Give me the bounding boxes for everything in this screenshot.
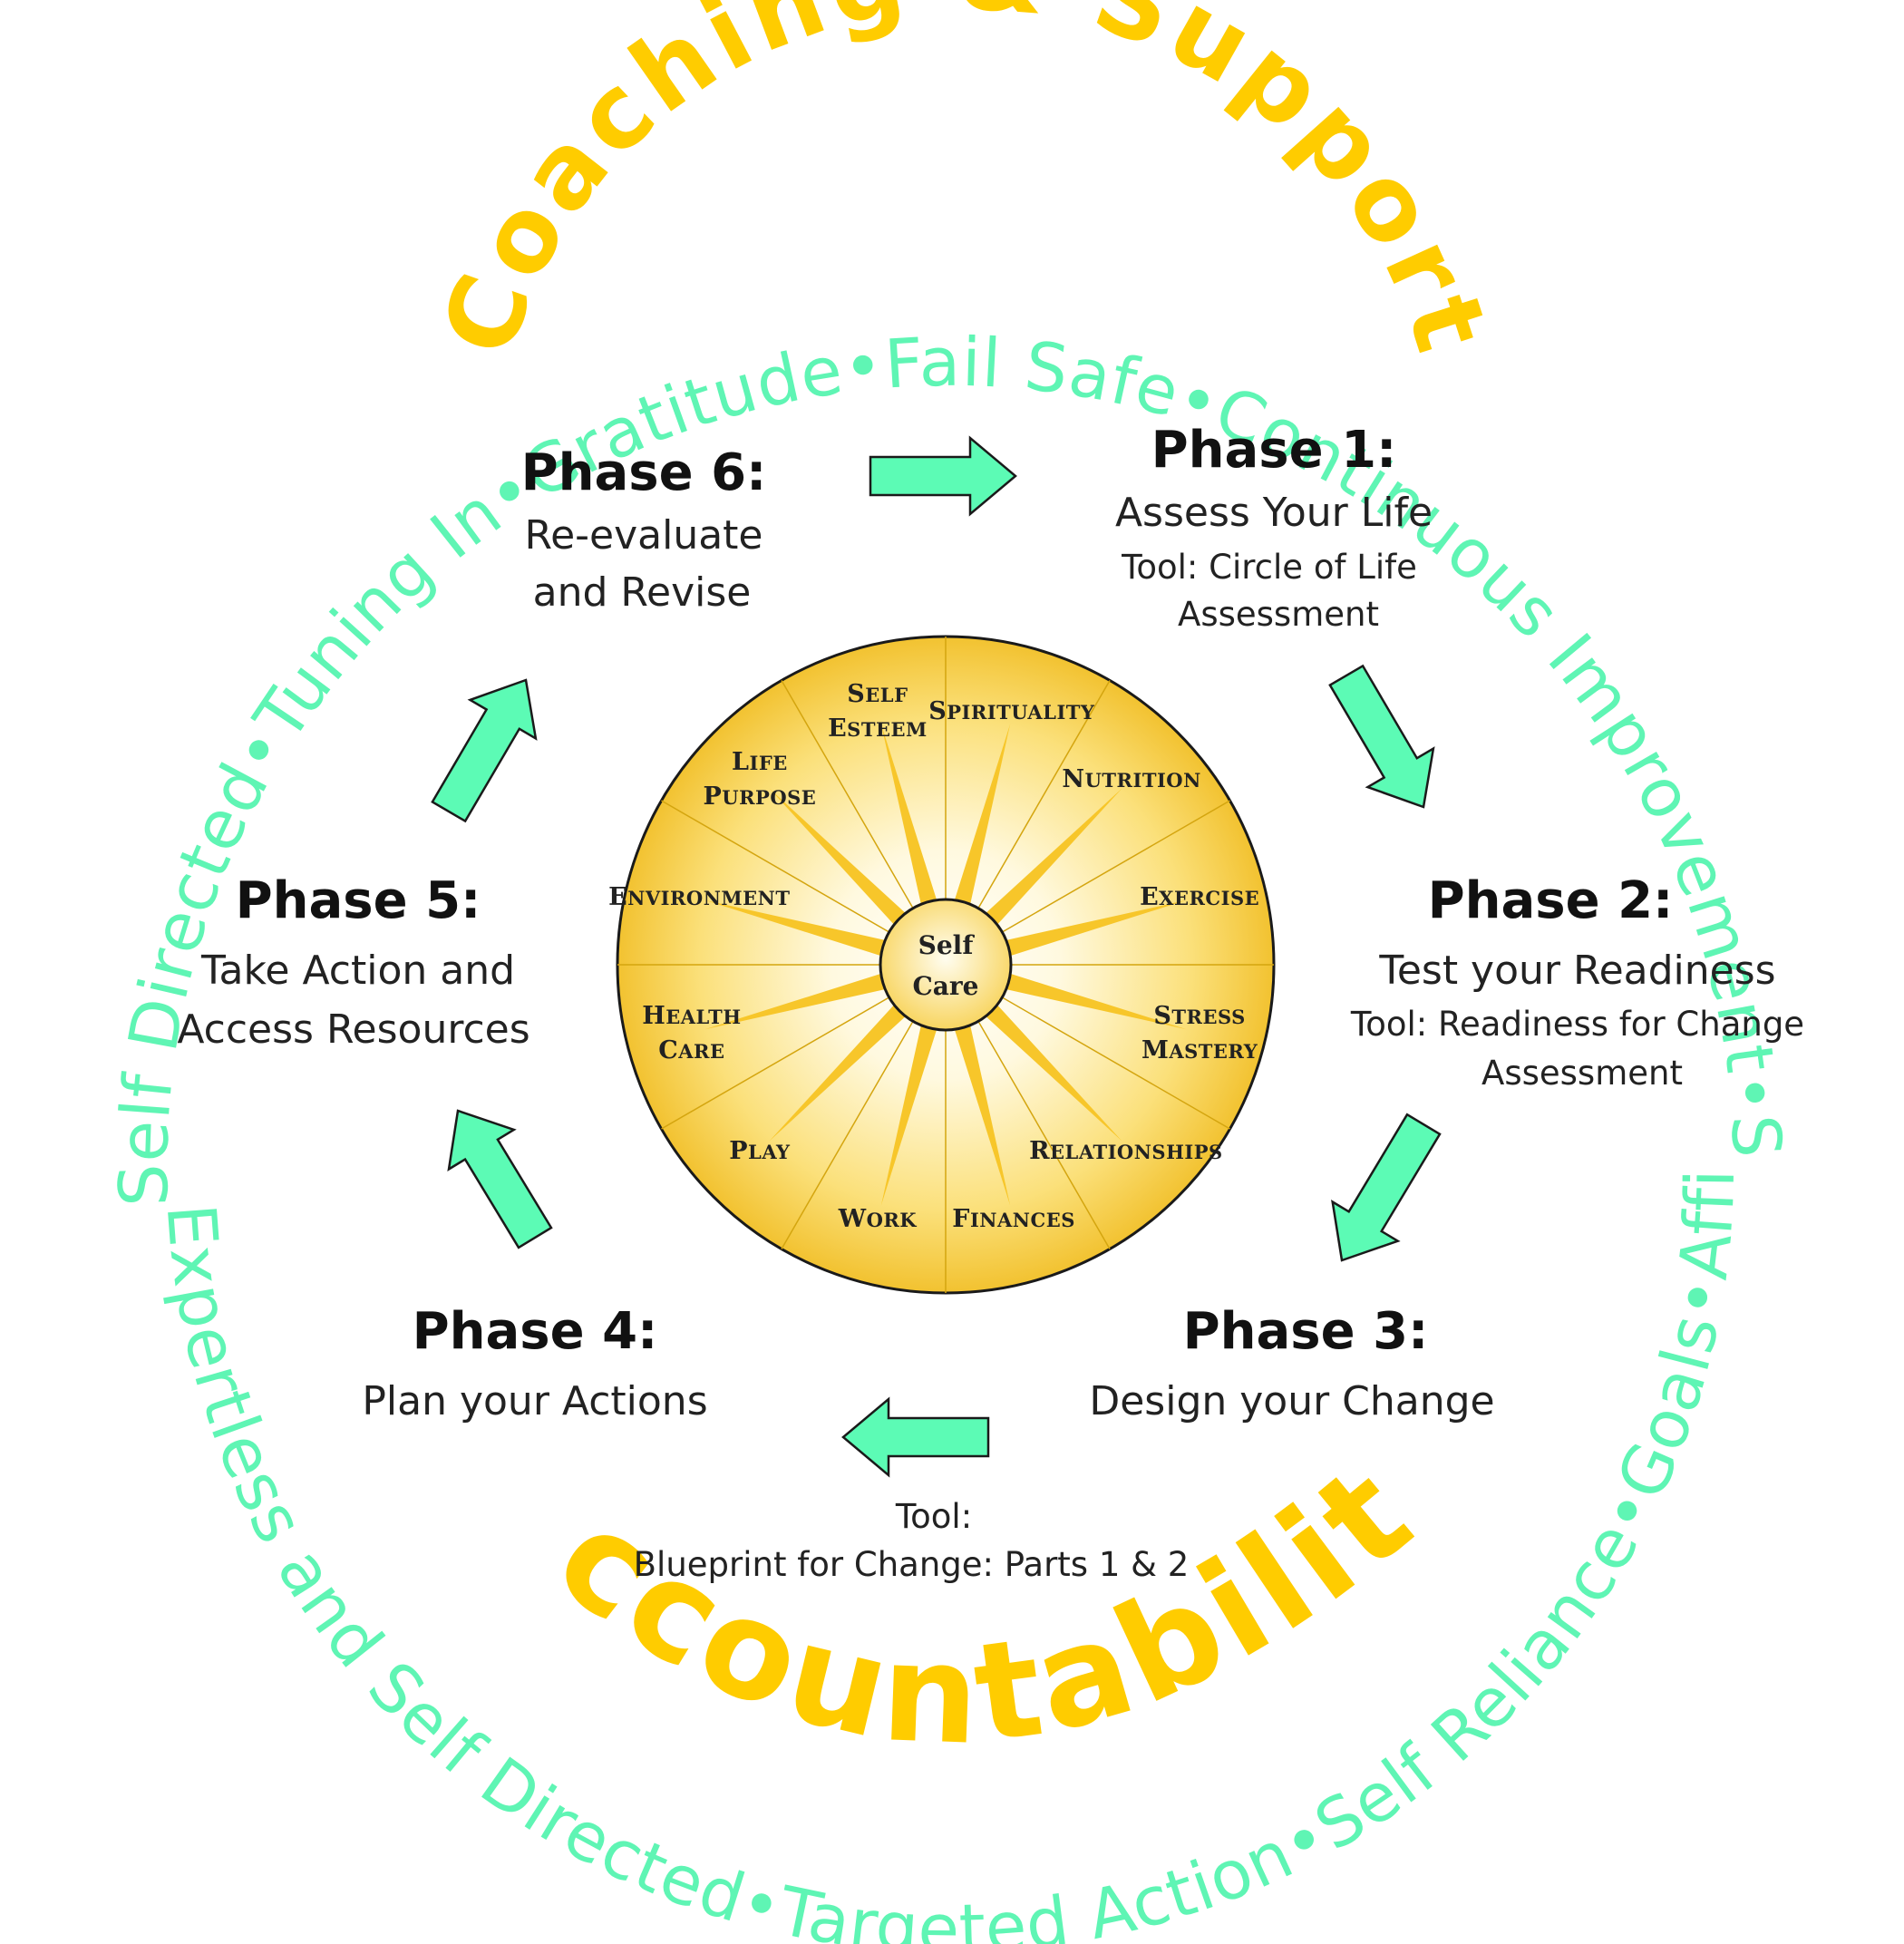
phase-6: Phase 6: Re-evaluate and Revise — [521, 443, 767, 616]
phase-2-subtitle: Test your Readiness — [1378, 948, 1775, 994]
wheel-segment-label: HEALTH — [642, 1002, 741, 1030]
phase-4: Phase 4: Plan your Actions — [362, 1302, 707, 1424]
wheel-segment-label: LIFE — [732, 748, 788, 776]
wheel-spoke — [880, 724, 937, 906]
phase-5-subtitle-line-1: Take Action and — [200, 948, 515, 994]
wheel-spokes — [704, 724, 1187, 1206]
blueprint-tool: Tool: Blueprint for Change: Parts 1 & 2 — [634, 1497, 1190, 1584]
self-care-wheel: SPIRITUALITY NUTRITION EXERCISE STRESS MASTE… — [608, 635, 1276, 1295]
wheel-spoke — [1005, 899, 1187, 957]
cycle-arrows — [431, 435, 1442, 1478]
wheel-segment-label: STRESS — [1153, 1002, 1245, 1030]
wheel-spoke — [985, 788, 1122, 926]
wheel-spoke — [985, 1004, 1122, 1142]
phase-5-title: Phase 5: — [236, 871, 481, 930]
phase-2-tool-line-1: Tool: Readiness for Change — [1350, 1005, 1804, 1044]
phase-2: Phase 2: Test your Readiness Tool: Readi… — [1350, 871, 1804, 1093]
blueprint-tool-label: Tool: — [895, 1497, 972, 1536]
block-arrow-icon — [869, 435, 1017, 517]
wheel-segment-label: FINANCES — [952, 1205, 1075, 1233]
phase-2-tool-line-2: Assessment — [1481, 1054, 1683, 1093]
wheel-center-label-line-2: Care — [913, 971, 979, 1001]
phase-1-subtitle: Assess Your Life — [1115, 490, 1433, 536]
phase-4-subtitle: Plan your Actions — [362, 1378, 707, 1424]
phase-1-tool-line-2: Assessment — [1178, 595, 1379, 634]
block-arrow-icon — [431, 678, 538, 823]
phase-5-subtitle-line-2: Access Resources — [177, 1006, 529, 1053]
phase-5: Phase 5: Take Action and Access Resource… — [177, 871, 529, 1053]
wheel-spoke — [1005, 973, 1187, 1030]
phase-3: Phase 3: Design your Change — [1089, 1302, 1494, 1424]
phase-4-title: Phase 4: — [413, 1302, 658, 1361]
phase-3-title: Phase 3: — [1183, 1302, 1429, 1361]
phase-3-subtitle: Design your Change — [1089, 1378, 1494, 1424]
wheel-spoke — [704, 973, 887, 1030]
wheel-center-label-line-1: Self — [918, 930, 976, 960]
wheel-spoke — [704, 899, 887, 957]
wheel-segment-label: CARE — [658, 1036, 724, 1064]
wheel-segment-label: ESTEEM — [828, 714, 928, 743]
wheel-segment-label: WORK — [838, 1205, 918, 1233]
wheel-segment-label: EXERCISE — [1140, 883, 1259, 911]
wheel-labels: SPIRITUALITY NUTRITION EXERCISE STRESS MASTE… — [608, 680, 1259, 1233]
block-arrow-icon — [1328, 664, 1435, 809]
wheel-segment-label: PLAY — [729, 1137, 791, 1165]
phase-1-title: Phase 1: — [1151, 421, 1397, 480]
phase-2-title: Phase 2: — [1428, 871, 1674, 930]
wheel-segment-label: SELF — [847, 680, 908, 708]
phase-1-tool-line-1: Tool: Circle of Life — [1121, 548, 1417, 587]
block-arrow-icon — [841, 1396, 990, 1478]
wheel-center-disc — [879, 898, 1013, 1032]
phase-6-subtitle-line-2: and Revise — [533, 569, 752, 616]
wheel-segment-label: NUTRITION — [1062, 765, 1200, 793]
wheel-segment-label: PURPOSE — [703, 782, 816, 811]
wheel-segment-label: MASTERY — [1141, 1036, 1258, 1064]
phase-6-title: Phase 6: — [521, 443, 767, 502]
wheel-segment-label: SPIRITUALITY — [928, 697, 1095, 725]
block-arrow-icon — [447, 1109, 553, 1249]
wheel-segment-label: RELATIONSHIPS — [1029, 1137, 1223, 1165]
wheel-segment-label: ENVIRONMENT — [608, 883, 790, 911]
phase-1: Phase 1: Assess Your Life Tool: Circle o… — [1115, 421, 1433, 634]
phase-6-subtitle-line-1: Re-evaluate — [524, 512, 763, 559]
wheel-spoke — [954, 1024, 1011, 1206]
blueprint-tool-name: Blueprint for Change: Parts 1 & 2 — [634, 1545, 1190, 1584]
wheel-spoke — [880, 1024, 937, 1206]
block-arrow-icon — [1331, 1113, 1442, 1262]
coaching-support-title: Coaching & Support — [420, 0, 1511, 370]
wheel-spoke — [769, 788, 907, 926]
wheel-spoke — [954, 724, 1011, 906]
wheel-spoke — [769, 1004, 907, 1142]
